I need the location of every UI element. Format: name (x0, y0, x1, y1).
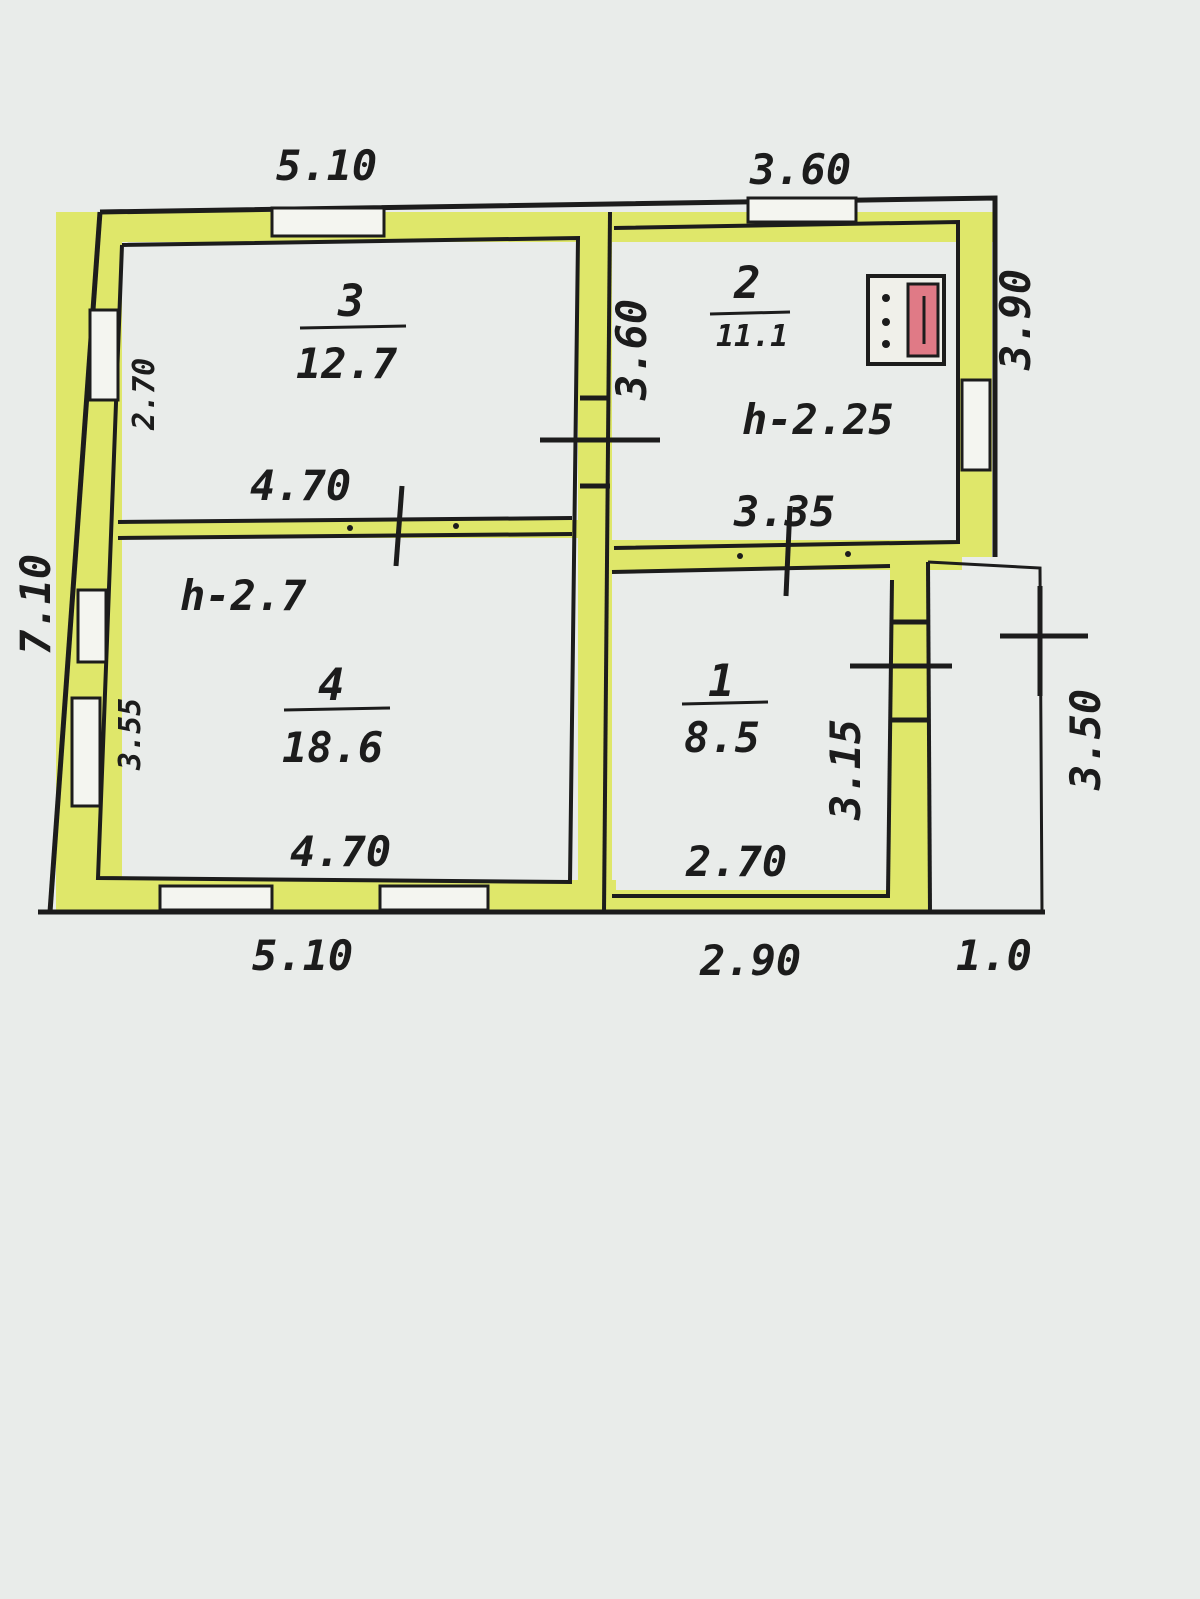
room-1-number: 1 (708, 656, 735, 707)
window-left-mid (76, 588, 108, 664)
room-4-number: 4 (318, 660, 345, 711)
room-3: 3 12.7 (296, 276, 398, 388)
dim-bottom-mid: 2.90 (699, 936, 801, 985)
dim-annex-side: 3.50 (1061, 689, 1110, 791)
room-2-area: 11.1 (716, 319, 788, 354)
room-3-number: 3 (337, 276, 365, 327)
dim-top-left: 5.10 (276, 141, 377, 190)
window-left-upper (88, 308, 120, 402)
dim-room3-side: 2.70 (127, 358, 162, 431)
dimension-labels: 5.10 3.60 5.10 2.90 1.0 4.70 4.70 3.35 2… (11, 141, 1110, 985)
doors (347, 395, 1088, 723)
dim-top-right: 3.60 (749, 145, 851, 194)
dim-room2-bottom: 3.35 (733, 487, 835, 536)
dim-room4-side: 3.55 (113, 698, 148, 771)
dim-left-total: 7.10 (11, 554, 60, 655)
window-right (960, 378, 992, 472)
room-1-area: 8.5 (684, 713, 760, 762)
window-bottom-b (378, 884, 490, 912)
window-top-right (746, 196, 858, 224)
dim-room3-bottom: 4.70 (250, 461, 351, 510)
window-bottom-a (158, 884, 274, 912)
room-1: 1 8.5 (684, 656, 760, 762)
dim-room1-side: 3.15 (821, 719, 870, 821)
stove-icon (866, 274, 946, 366)
dim-bottom-left: 5.10 (252, 931, 353, 980)
room-2: 2 11.1 h-2.25 (716, 258, 894, 444)
room-2-number: 2 (733, 258, 761, 309)
dim-room2-side: 3.60 (607, 299, 656, 401)
dim-room1-bottom: 2.70 (685, 837, 787, 886)
dim-right-upper: 3.90 (991, 269, 1040, 371)
room-4-area: 18.6 (282, 723, 383, 772)
room-4-height: h-2.7 (180, 571, 307, 620)
window-left-lower (70, 696, 102, 808)
dim-bottom-right: 1.0 (956, 931, 1032, 980)
room-3-area: 12.7 (296, 339, 398, 388)
room-2-height: h-2.25 (742, 395, 894, 444)
room-4: 4 18.6 h-2.7 (180, 571, 383, 772)
window-top-left (270, 206, 386, 238)
windows (70, 196, 992, 912)
area-fraction-lines (283, 310, 791, 712)
dim-room4-bottom: 4.70 (290, 827, 391, 876)
